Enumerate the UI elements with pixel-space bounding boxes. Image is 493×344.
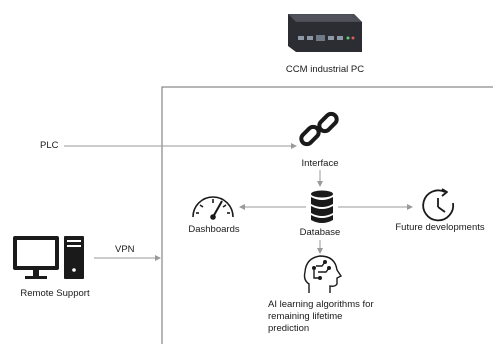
plc-label: PLC — [40, 140, 59, 151]
dashboards-label: Dashboards — [188, 224, 240, 235]
ai-description-line-2: remaining lifetime — [268, 311, 343, 322]
chain-link-icon — [299, 111, 339, 147]
pc-boundary — [161, 86, 493, 344]
future-developments-label: Future developments — [395, 222, 485, 233]
interface-label: Interface — [301, 158, 339, 169]
vpn-label: VPN — [115, 244, 135, 255]
device-caption: CCM industrial PC — [285, 64, 365, 75]
ai-description-line-3: prediction — [268, 323, 310, 334]
database-label: Database — [299, 227, 341, 238]
ai-head-icon — [303, 255, 343, 293]
database-icon — [311, 190, 333, 223]
clock-refresh-icon — [422, 188, 455, 222]
remote-support-label: Remote Support — [20, 288, 90, 299]
industrial-pc-icon — [288, 14, 362, 52]
desktop-computer-icon — [13, 236, 84, 279]
ai-description: AI learning algorithms for remaining lif… — [268, 299, 374, 335]
ai-description-line-1: AI learning algorithms for — [268, 299, 374, 310]
gauge-icon — [192, 196, 234, 220]
